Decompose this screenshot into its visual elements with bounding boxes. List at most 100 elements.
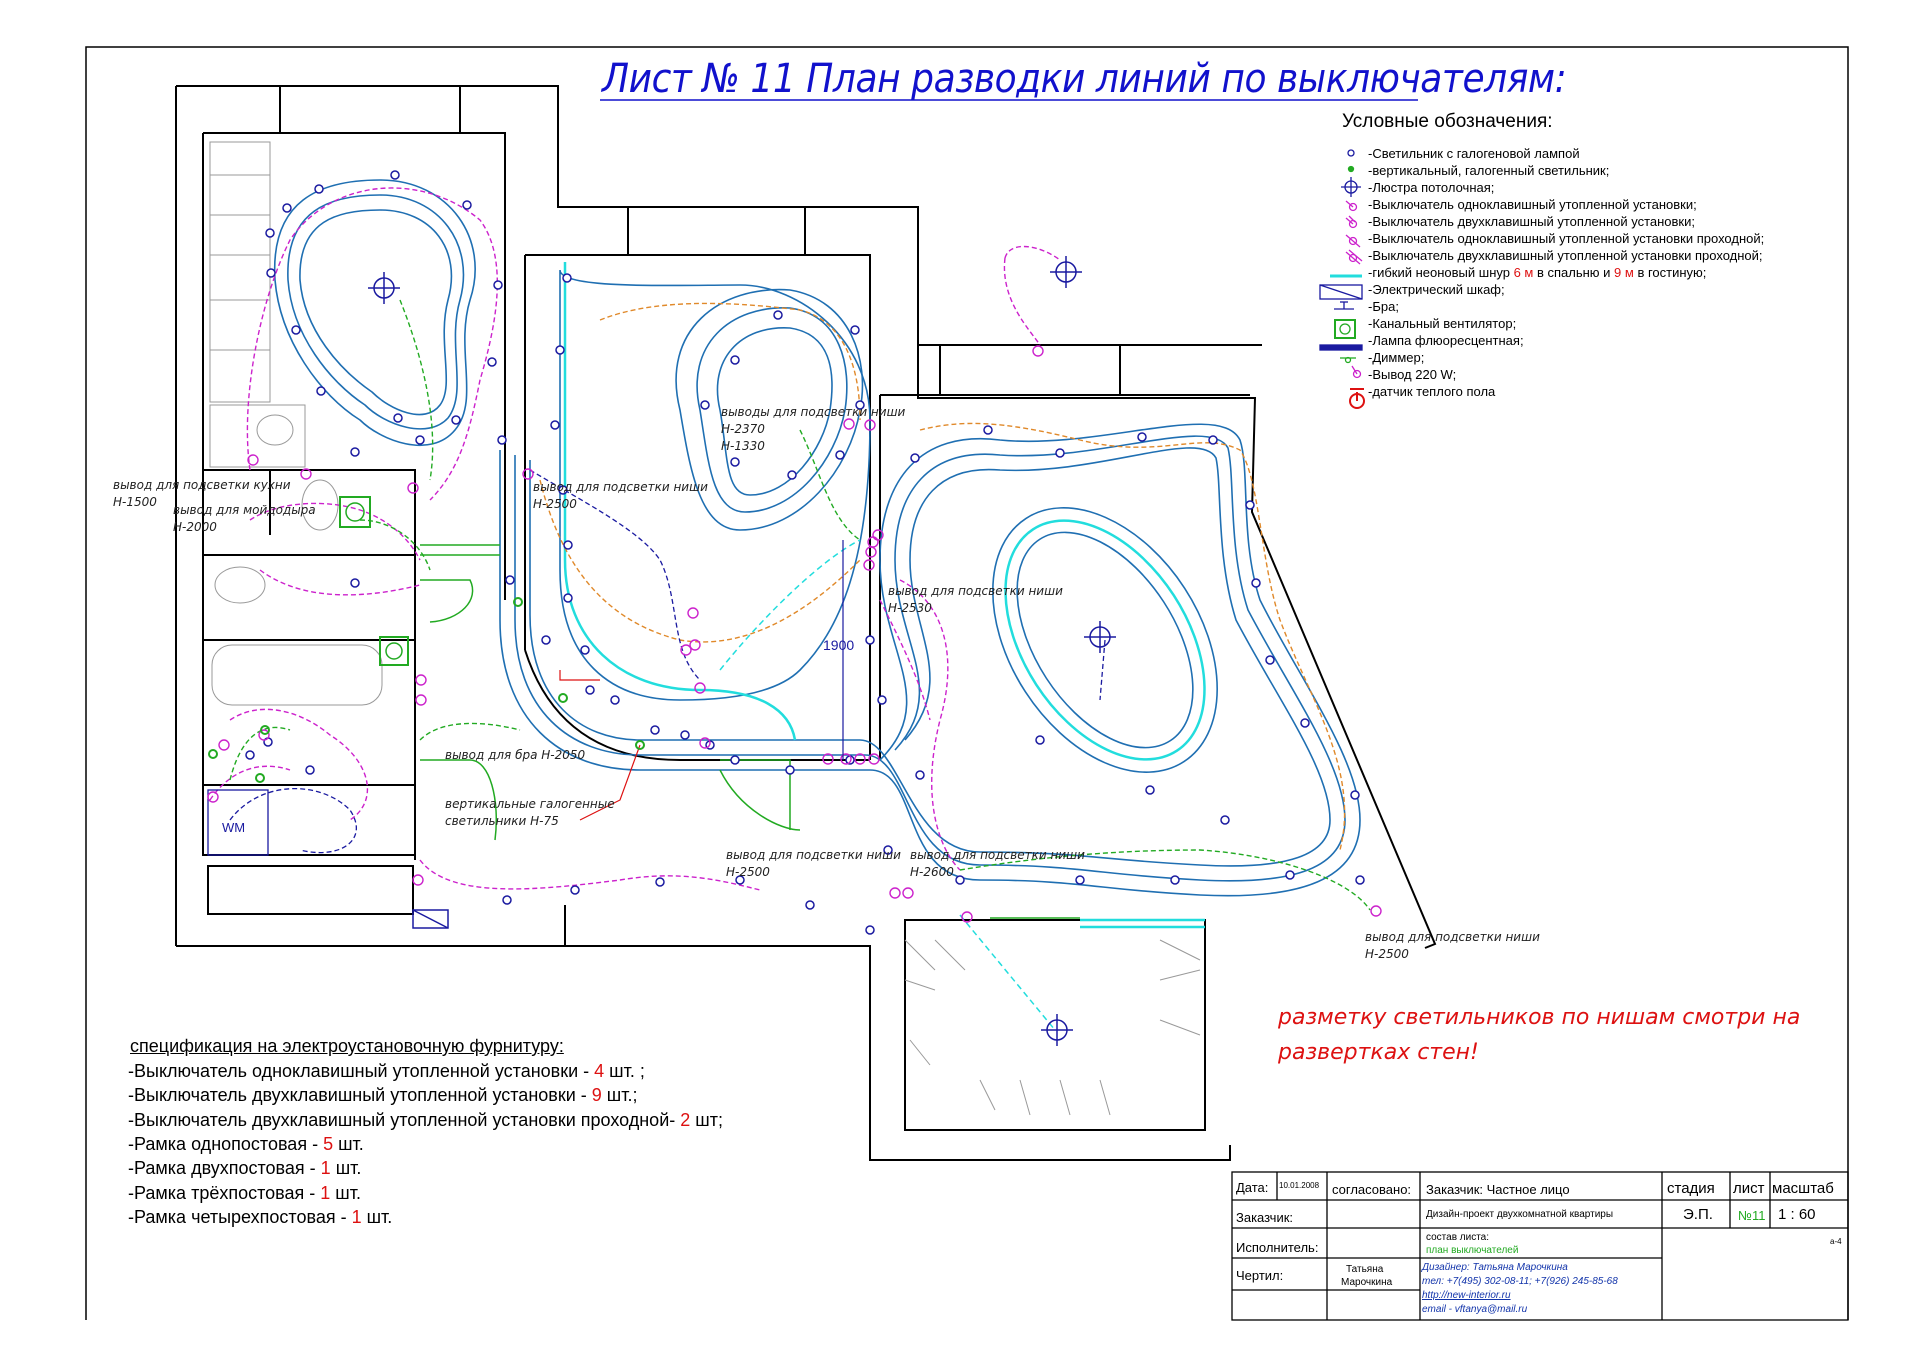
- blue-wiring: [229, 469, 1106, 854]
- halogen-lamp: [835, 450, 845, 460]
- stamp-site-link[interactable]: http://new-interior.ru: [1422, 1290, 1511, 1301]
- neon-cord: [563, 262, 1206, 929]
- spec-row: -Рамка четырехпостовая - 1 шт.: [128, 1207, 393, 1227]
- stamp-drawn-label: Чертил:: [1236, 1268, 1284, 1283]
- halogen-lamp: [1300, 718, 1310, 728]
- halogen-lamp: [650, 725, 660, 735]
- stamp-designer: Дизайнер: Татьяна Марочкина: [1422, 1262, 1568, 1273]
- halogen-lamp: [865, 635, 875, 645]
- halogen-lamp: [730, 355, 740, 365]
- halogen-lamp: [730, 457, 740, 467]
- switch: [1370, 905, 1382, 917]
- halogen-lamp: [550, 420, 560, 430]
- red-leaders: [559, 670, 641, 821]
- stamp-executor-label: Исполнитель:: [1236, 1240, 1319, 1255]
- halogen-lamp: [855, 400, 865, 410]
- legend-heading: Условные обозначения:: [1342, 111, 1553, 132]
- vertical-halogen: [255, 773, 265, 783]
- note-moidodyr-h: H-2000: [173, 520, 217, 534]
- legend-item-fan: -Канальный вентилятор;: [1368, 316, 1517, 331]
- vertical-halogen: [513, 597, 523, 607]
- halogen-lamp: [1265, 655, 1275, 665]
- stamp-phones: тел: +7(495) 302-08-11; +7(926) 245-85-6…: [1422, 1276, 1618, 1287]
- washing-machine: [207, 789, 269, 856]
- legend-item-switch2-pass: -Выключатель двухклавишный утопленной ус…: [1368, 248, 1763, 263]
- legend-item-neon: -гибкий неоновый шнур 6 м в спальню и 9 …: [1368, 265, 1707, 280]
- halogen-lamp: [505, 575, 515, 585]
- halogen-lamp: [850, 325, 860, 335]
- halogen-lamp: [563, 540, 573, 550]
- halogen-lamp: [1285, 870, 1295, 880]
- halogen-lamp: [700, 400, 710, 410]
- legend-item-switch1: -Выключатель одноклавишный утопленной ус…: [1368, 197, 1697, 212]
- halogen-lamp: [983, 425, 993, 435]
- legend-symbols: [1319, 149, 1365, 409]
- halogen-lamp: [451, 415, 461, 425]
- vertical-halogen: [260, 725, 270, 735]
- halogen-lamp: [314, 184, 324, 194]
- switch: [863, 559, 875, 571]
- vertical-halogen: [635, 740, 645, 750]
- halogen-lamp: [610, 695, 620, 705]
- halogen-lamp: [865, 925, 875, 935]
- halogen-lamp: [1208, 435, 1218, 445]
- fixtures: [209, 141, 1201, 1116]
- vertical-halogen: [558, 693, 568, 703]
- spec-heading: спецификация на электроустановочную фурн…: [130, 1036, 564, 1056]
- dimension-label: 1900: [823, 637, 855, 653]
- switch: [258, 729, 270, 741]
- switch: [868, 753, 880, 765]
- halogen-lamp: [680, 730, 690, 740]
- switch: [1032, 345, 1044, 357]
- switch: [822, 753, 834, 765]
- stamp-sheet-value: №11: [1738, 1208, 1766, 1223]
- halogen-lamp: [1137, 432, 1147, 442]
- stamp-scale-label: масштаб: [1772, 1180, 1834, 1197]
- switch: [407, 482, 419, 494]
- switch: [840, 753, 852, 765]
- green-solid-wiring: [420, 544, 1080, 919]
- halogen-lamp: [493, 280, 503, 290]
- legend-item-dimmer: -Диммер;: [1368, 350, 1425, 365]
- switch: [689, 639, 701, 651]
- stamp-project-name: Дизайн-проект двухкомнатной квартиры: [1426, 1209, 1614, 1220]
- note-niche-f: вывод для подсветки ниши: [1365, 930, 1540, 944]
- halogen-lamp: [1075, 875, 1085, 885]
- switch: [687, 607, 699, 619]
- note-niche-d: вывод для подсветки ниши: [726, 848, 901, 862]
- halogen-lamp: [805, 900, 815, 910]
- ceiling-contours: [273, 179, 1361, 897]
- halogen-lamp: [910, 453, 920, 463]
- switch: [872, 529, 884, 541]
- halogen-lamp: [1055, 448, 1065, 458]
- switch: [889, 887, 901, 899]
- note-niche-c: вывод для подсветки ниши: [888, 584, 1063, 598]
- legend-item-floor-sensor: -датчик теплого пола: [1368, 384, 1496, 399]
- green-wiring: [229, 299, 1371, 911]
- halogen-lamp: [585, 685, 595, 695]
- note-niche-d-h: H-2500: [726, 865, 770, 879]
- stamp-date-value: 10.01.2008: [1279, 1181, 1320, 1190]
- magenta-wiring: [209, 187, 1061, 891]
- note-moidodyr: вывод для мойдодыра: [173, 503, 316, 517]
- halogen-lamp: [955, 875, 965, 885]
- legend-item-fluorescent: -Лампа флюоресцентная;: [1368, 333, 1524, 348]
- spec-row: -Рамка двухпостовая - 1 шт.: [128, 1158, 362, 1178]
- halogen-lamp: [1350, 790, 1360, 800]
- halogen-lamp: [563, 593, 573, 603]
- cyan-dashed-wiring: [719, 539, 1056, 1031]
- note-kitchen: вывод для подсветки кухни: [113, 478, 291, 492]
- legend-item-outlet: -Вывод 220 W;: [1368, 367, 1457, 382]
- note-niche-f-h: H-2500: [1365, 947, 1409, 961]
- stamp-scale-value: 1 : 60: [1778, 1206, 1816, 1223]
- halogen-lamp: [487, 357, 497, 367]
- sheet-frame: [85, 46, 1849, 1320]
- switch: [218, 739, 230, 751]
- halogen-lamp: [580, 645, 590, 655]
- stamp-sheet-label: лист: [1733, 1180, 1765, 1197]
- switch: [415, 674, 427, 686]
- stamp-agreed-label: согласовано:: [1332, 1182, 1412, 1197]
- switch: [865, 546, 877, 558]
